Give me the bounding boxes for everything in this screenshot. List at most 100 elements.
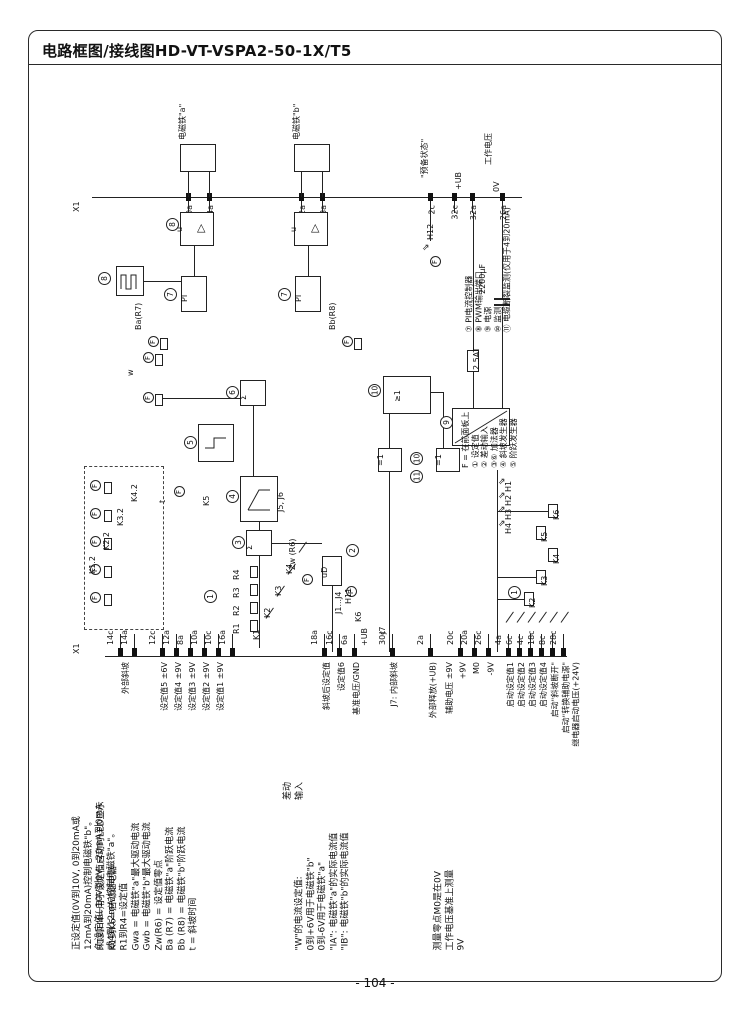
terminal-square	[352, 648, 357, 656]
front-panel-icon: F	[342, 336, 353, 347]
wire	[530, 634, 531, 648]
terminal-square	[230, 648, 235, 656]
wire	[322, 172, 323, 197]
terminal-square	[322, 648, 327, 656]
wire	[389, 414, 390, 448]
wire	[188, 172, 189, 197]
fuse-symbol	[467, 350, 479, 372]
circled-10: 10	[410, 452, 423, 465]
amplifier-icon: △	[197, 221, 206, 234]
potentiometer	[104, 566, 112, 578]
wire	[488, 634, 489, 648]
circled-9: 9	[440, 416, 453, 429]
wire	[301, 201, 302, 213]
wire	[190, 634, 191, 648]
capacitor-plate	[494, 304, 510, 306]
wire	[519, 634, 520, 648]
potentiometer	[104, 538, 112, 550]
wire	[497, 577, 536, 578]
circled-7: 7	[278, 288, 291, 301]
solenoid-b-symbol	[294, 144, 330, 172]
terminal-square	[486, 648, 491, 656]
ramp-generator-block	[240, 476, 278, 522]
potentiometer	[160, 338, 168, 350]
amplifier-icon: △	[311, 221, 320, 234]
terminal-square	[186, 193, 191, 201]
wire	[209, 172, 210, 197]
wire	[541, 634, 542, 648]
front-panel-icon: F	[143, 352, 154, 363]
terminal-square	[390, 648, 395, 656]
terminal-square	[118, 648, 123, 656]
potentiometer	[250, 602, 258, 614]
wire	[392, 634, 393, 648]
wire	[430, 634, 431, 648]
potentiometer	[354, 338, 362, 350]
bottom-rail	[105, 656, 567, 657]
wire	[324, 634, 325, 648]
step-generator-block	[198, 424, 234, 462]
page-number: - 104 -	[355, 976, 395, 990]
circled-8: 8	[166, 218, 179, 231]
led-icon: ⇗	[498, 505, 506, 515]
wire	[253, 406, 254, 476]
wire	[552, 634, 553, 648]
wire	[308, 246, 309, 276]
relay-coil	[536, 570, 546, 584]
xor-monitor-block	[378, 448, 402, 472]
led-icon: ⇗	[498, 491, 506, 501]
top-rail	[92, 197, 522, 198]
solenoid-a-symbol	[180, 144, 216, 172]
terminal-square	[500, 193, 505, 201]
terminal-square	[561, 648, 566, 656]
terminal-square	[506, 648, 511, 656]
front-panel-icon: F	[302, 574, 313, 585]
circled-8: 8	[98, 272, 111, 285]
potentiometer	[104, 482, 112, 494]
circled-2: 2	[346, 544, 359, 557]
page-border	[28, 30, 722, 982]
wire	[473, 213, 474, 350]
wire	[194, 246, 195, 276]
ramp-waveform-icon	[247, 489, 270, 511]
front-panel-icon: F	[430, 256, 441, 267]
wire	[354, 634, 355, 648]
wire	[430, 213, 431, 241]
wire	[332, 586, 333, 652]
terminal-square	[472, 648, 477, 656]
terminal-square	[428, 648, 433, 656]
wire	[218, 634, 219, 648]
terminal-square	[452, 193, 457, 201]
front-panel-icon: F	[143, 392, 154, 403]
wire	[144, 281, 181, 282]
pi-controller-a	[181, 276, 207, 312]
led-icon: ⇗	[498, 519, 506, 529]
circled-1: 1	[508, 586, 521, 599]
wire	[502, 213, 503, 298]
setpoint-group-box	[84, 466, 164, 630]
wire	[473, 372, 474, 408]
relay-coil	[524, 592, 534, 606]
wire	[508, 634, 509, 648]
potentiometer	[250, 584, 258, 596]
wire	[232, 634, 233, 648]
terminal-square	[550, 648, 555, 656]
wire	[134, 634, 135, 648]
circled-6: 6	[226, 386, 239, 399]
wire	[430, 201, 431, 213]
terminal-square	[299, 193, 304, 201]
page-title: 电路框图/接线图HD-VT-VSPA2-50-1X/T5	[42, 42, 352, 60]
front-panel-icon: F	[346, 586, 357, 597]
output-amp-b	[294, 212, 328, 246]
potentiometer	[155, 394, 163, 406]
circled-10: 10	[368, 384, 381, 397]
wire	[259, 522, 260, 530]
front-panel-icon: F	[174, 486, 185, 497]
front-panel-icon: F	[90, 592, 101, 603]
front-panel-icon: F	[148, 336, 159, 347]
circled-1: 1	[204, 590, 217, 603]
step-waveform-icon	[205, 437, 226, 449]
capacitor-plate	[494, 298, 510, 300]
wire	[454, 201, 455, 213]
